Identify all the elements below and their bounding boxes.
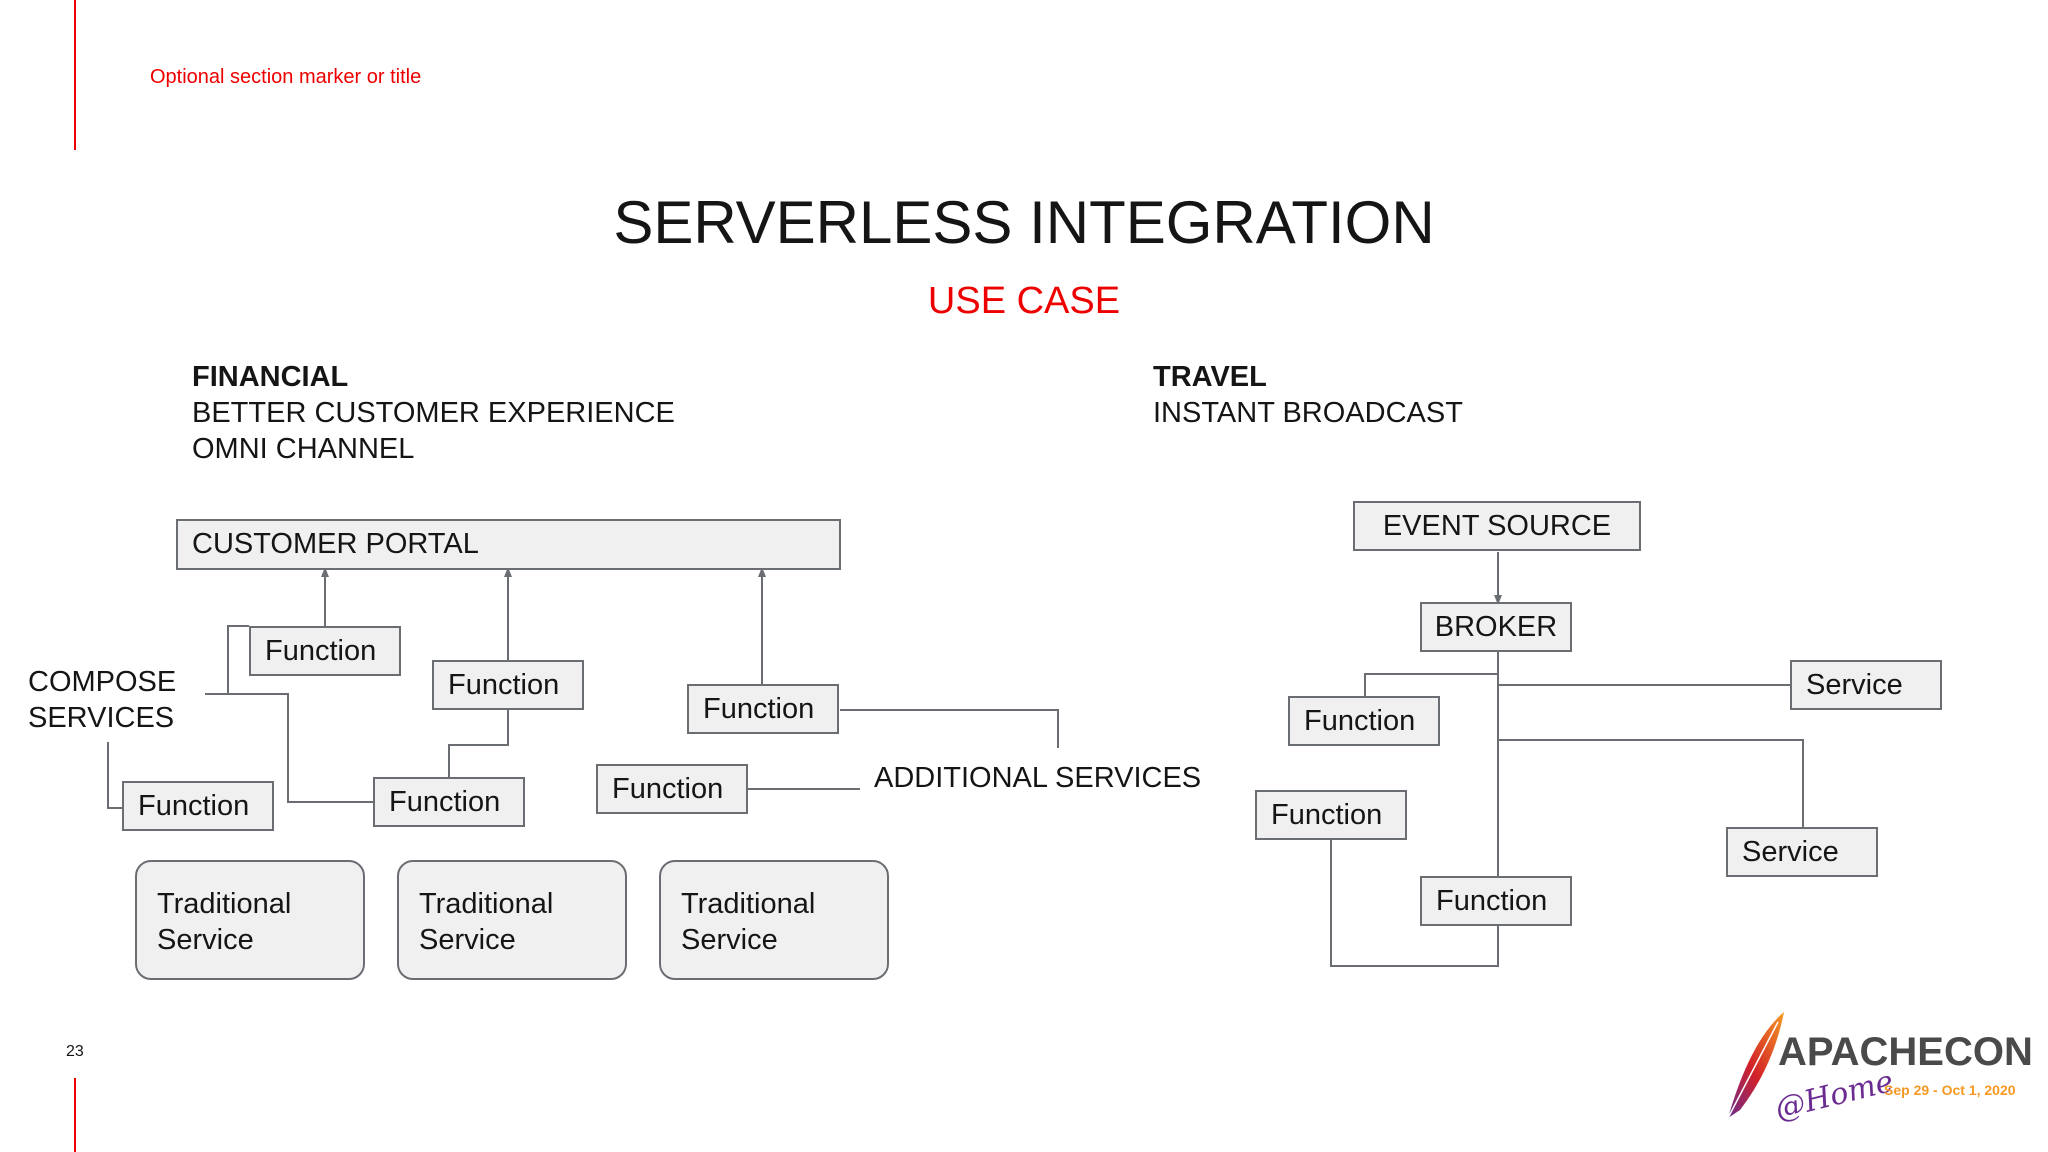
slide-subtitle: USE CASE [927,280,1121,322]
financial-heading: FINANCIAL [192,361,349,393]
apachecon-logo: APACHECON @Home Sep 29 - Oct 1, 2020 [1718,1006,2033,1127]
travel-heading-block: TRAVEL INSTANT BROADCAST [1153,359,1463,431]
broker-box: BROKER [1420,602,1572,652]
logo-name: APACHECON [1778,1030,2033,1074]
traditional-service-2-line-1: Traditional [419,888,554,920]
customer-portal-box: CUSTOMER PORTAL [176,519,841,570]
traditional-service-3: Traditional Service [659,860,889,980]
financial-line-2: OMNI CHANNEL [192,433,415,465]
compose-services-line-1: COMPOSE [28,666,177,698]
compose-services-line-2: SERVICES [28,702,175,734]
link-compose-to-function-1 [205,625,249,695]
function-box-1: Function [249,626,401,676]
feather-icon [1727,1012,1784,1119]
section-marker: Optional section marker or title [150,66,422,88]
traditional-service-1-line-1: Traditional [157,888,292,920]
compose-services-label: COMPOSE SERVICES [28,664,176,736]
travel-service-box-b: Service [1726,827,1878,877]
travel-line-1: INSTANT BROADCAST [1153,397,1463,429]
traditional-service-1: Traditional Service [135,860,365,980]
function-box-2: Function [432,660,584,710]
travel-function-box-c: Function [1420,876,1572,926]
link-compose-to-function-5 [107,742,122,809]
function-box-3: Function [687,684,839,734]
financial-heading-block: FINANCIAL BETTER CUSTOMER EXPERIENCE OMN… [192,359,675,467]
bottom-accent-rule [74,1078,76,1152]
link-broker-to-function-a [1364,673,1498,696]
traditional-service-2: Traditional Service [397,860,627,980]
travel-function-box-b: Function [1255,790,1407,840]
function-box-5: Function [122,781,274,831]
travel-service-box-a: Service [1790,660,1942,710]
function-box-6: Function [596,764,748,814]
travel-heading: TRAVEL [1153,361,1267,393]
slide-title: SERVERLESS INTEGRATION [613,189,1435,256]
link-compose-to-function-4 [205,693,373,803]
traditional-service-2-line-2: Service [419,924,516,956]
travel-function-box-a: Function [1288,696,1440,746]
traditional-service-3-line-2: Service [681,924,778,956]
traditional-service-1-line-2: Service [157,924,254,956]
event-source-box: EVENT SOURCE [1353,501,1641,551]
link-function-4-to-function-2 [448,710,509,778]
link-function-3-to-additional [840,709,1059,748]
traditional-service-3-line-1: Traditional [681,888,816,920]
page-number: 23 [66,1043,84,1060]
logo-dates: Sep 29 - Oct 1, 2020 [1884,1082,2016,1098]
top-accent-rule [74,0,76,150]
link-broker-to-service-b [1498,739,1804,827]
function-box-4: Function [373,777,525,827]
financial-line-1: BETTER CUSTOMER EXPERIENCE [192,397,675,429]
additional-services-label: ADDITIONAL SERVICES [874,762,1202,794]
link-function-b-to-function-c [1330,840,1499,967]
